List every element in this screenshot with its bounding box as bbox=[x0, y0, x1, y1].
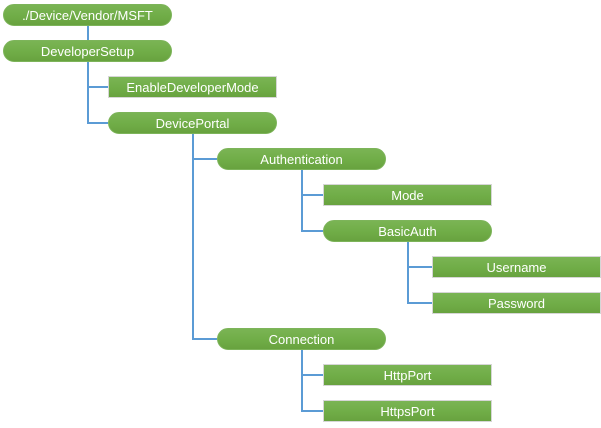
connector-line-vertical bbox=[300, 170, 303, 232]
tree-node-label: Username bbox=[486, 259, 547, 275]
tree-node-label: DevicePortal bbox=[155, 115, 230, 131]
connector-line-horizontal bbox=[300, 374, 323, 376]
connector-line-horizontal bbox=[300, 194, 323, 196]
tree-node-label: Mode bbox=[391, 187, 424, 203]
tree-node-label: Connection bbox=[268, 331, 335, 347]
connector-line-horizontal bbox=[191, 338, 217, 340]
connector-line-vertical bbox=[86, 62, 89, 124]
tree-node-username: Username bbox=[432, 256, 601, 278]
tree-node-label: ./Device/Vendor/MSFT bbox=[22, 7, 153, 23]
connector-line-horizontal bbox=[406, 302, 432, 304]
tree-node-httpsport: HttpsPort bbox=[323, 400, 492, 422]
tree-node-password: Password bbox=[432, 292, 601, 314]
connector-line-horizontal bbox=[86, 122, 108, 124]
tree-node-mode: Mode bbox=[323, 184, 492, 206]
tree-node-label: Authentication bbox=[260, 151, 343, 167]
connector-line-horizontal bbox=[191, 158, 217, 160]
tree-node-root: ./Device/Vendor/MSFT bbox=[3, 4, 172, 26]
tree-node-label: HttpPort bbox=[383, 367, 432, 383]
tree-node-label: EnableDeveloperMode bbox=[126, 79, 259, 95]
connector-line-vertical bbox=[191, 134, 194, 340]
tree-node-httpport: HttpPort bbox=[323, 364, 492, 386]
tree-node-deviceportal: DevicePortal bbox=[108, 112, 277, 134]
connector-line-vertical bbox=[300, 350, 303, 412]
tree-node-enabledevelopermode: EnableDeveloperMode bbox=[108, 76, 277, 98]
connector-line-vertical bbox=[406, 242, 409, 304]
tree-node-label: Password bbox=[487, 295, 546, 311]
connector-line-horizontal bbox=[86, 86, 108, 88]
connector-line-vertical bbox=[86, 26, 89, 40]
connector-line-horizontal bbox=[300, 410, 323, 412]
tree-node-label: BasicAuth bbox=[378, 223, 437, 239]
tree-node-developersetup: DeveloperSetup bbox=[3, 40, 172, 62]
tree-node-connection: Connection bbox=[217, 328, 386, 350]
connector-line-horizontal bbox=[406, 266, 432, 268]
tree-node-label: HttpsPort bbox=[380, 403, 435, 419]
connector-line-horizontal bbox=[300, 230, 323, 232]
tree-node-authentication: Authentication bbox=[217, 148, 386, 170]
tree-node-basicauth: BasicAuth bbox=[323, 220, 492, 242]
tree-node-label: DeveloperSetup bbox=[40, 43, 135, 59]
